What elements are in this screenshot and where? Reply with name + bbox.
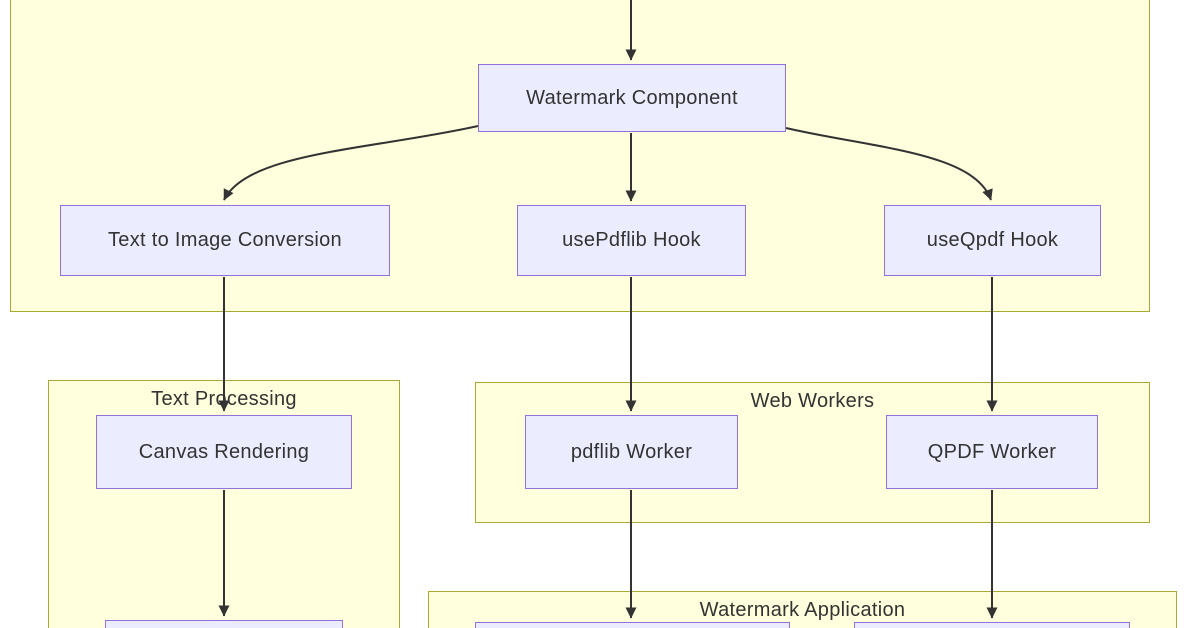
node-watermark-component: Watermark Component [478, 64, 786, 132]
node-useqpdf-hook: useQpdf Hook [884, 205, 1101, 276]
node-usepdflib-hook: usePdflib Hook [517, 205, 746, 276]
node-text-to-image-conversion: Text to Image Conversion [60, 205, 390, 276]
node-canvas-rendering: Canvas Rendering [96, 415, 352, 489]
subgraph-label-text-processing: Text Processing [151, 388, 297, 410]
node-partial-bottom-right [854, 622, 1130, 628]
subgraph-label-watermark-application: Watermark Application [699, 599, 906, 621]
node-label: pdflib Worker [570, 440, 693, 463]
node-label: useQpdf Hook [926, 229, 1059, 251]
subgraph-label-web-workers: Web Workers [750, 390, 875, 412]
node-partial-bottom-left [105, 620, 343, 628]
node-label: Text to Image Conversion [108, 229, 342, 251]
node-partial-bottom-center [475, 622, 790, 628]
node-label: Canvas Rendering [138, 440, 310, 463]
node-label: QPDF Worker [927, 440, 1057, 463]
node-qpdf-worker: QPDF Worker [886, 415, 1098, 489]
node-label: usePdflib Hook [562, 229, 701, 251]
node-pdflib-worker: pdflib Worker [525, 415, 738, 489]
subgraph-watermark-application: Watermark Application [428, 591, 1177, 628]
node-label: Watermark Component [526, 86, 738, 109]
